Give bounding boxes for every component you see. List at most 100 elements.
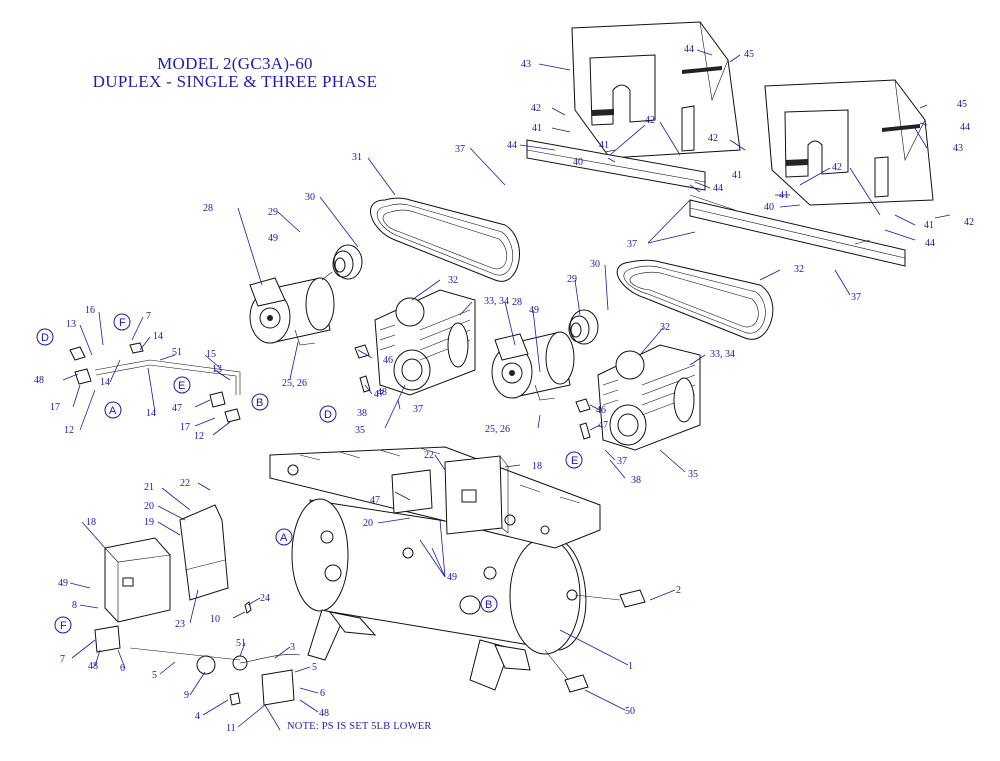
label-part-17: 17 — [180, 422, 190, 433]
svg-text:E: E — [571, 455, 578, 467]
label-part-14: 14 — [146, 408, 156, 419]
motor-left — [249, 277, 335, 346]
label-part-37: 37 — [627, 239, 637, 250]
label-part-45: 47 — [598, 420, 608, 431]
label-part-11: 11 — [226, 723, 236, 734]
label-part-12: 12 — [194, 431, 204, 442]
label-part-37: 37 — [455, 144, 465, 155]
label-part-9: 9 — [184, 690, 189, 701]
diagram-title-description: DUPLEX - SINGLE & THREE PHASE — [92, 72, 378, 91]
label-part-45: 47 — [370, 495, 380, 506]
label-part-16: 16 — [85, 305, 95, 316]
label-part-20: 20 — [363, 518, 373, 529]
motor-pulley-right — [568, 309, 599, 345]
label-part-21: 21 — [144, 482, 154, 493]
part-number-labels: 43 44 45 42 41 44 42 42 41 40 37 41 44 3… — [34, 44, 974, 734]
svg-text:F: F — [119, 317, 126, 329]
label-part-5: 5 — [312, 662, 317, 673]
label-part-40: 42 — [645, 115, 655, 126]
electrical-box — [104, 537, 171, 623]
label-part-48: 49 — [529, 305, 539, 316]
svg-text:A: A — [280, 532, 288, 544]
belt-guard-right — [764, 79, 934, 206]
leader-lines — [62, 49, 951, 731]
label-part-13: 13 — [212, 364, 222, 375]
compressor-pump-right — [597, 344, 701, 451]
v-belt-right — [616, 259, 774, 340]
label-part-31: 32 — [448, 275, 458, 286]
label-part-24: 24 — [260, 593, 270, 604]
letter-callouts: D A F E B D E A B F — [36, 313, 583, 634]
label-part-44: 46 — [383, 355, 393, 366]
label-part-35: 37 — [617, 456, 627, 467]
label-part-46: 48 — [34, 375, 44, 386]
svg-text:F: F — [60, 620, 67, 632]
label-part-6: 6 — [120, 663, 125, 674]
label-part-2: 2 — [676, 585, 681, 596]
label-part-25-26: 25, 26 — [282, 378, 307, 389]
label-part-22: 22 — [180, 478, 190, 489]
label-part-6: 6 — [320, 688, 325, 699]
v-belt-left — [370, 197, 520, 282]
tubing-assembly — [69, 342, 241, 423]
label-part-36: 38 — [357, 408, 367, 419]
label-part-33-34: 35 — [688, 469, 698, 480]
label-part-45: 47 — [374, 389, 384, 400]
label-part-23: 23 — [175, 619, 185, 630]
label-part-48: 49 — [447, 572, 457, 583]
label-part-36: 38 — [631, 475, 641, 486]
svg-text:B: B — [485, 599, 492, 611]
label-part-40: 42 — [832, 162, 842, 173]
label-part-39: 41 — [732, 170, 742, 181]
label-part-13: 13 — [66, 319, 76, 330]
label-part-27: 28 — [203, 203, 213, 214]
label-part-14: 14 — [153, 331, 163, 342]
pressure-switch-note: NOTE: PS IS SET 5LB LOWER — [287, 721, 432, 732]
label-part-29: 30 — [590, 259, 600, 270]
label-part-14: 14 — [100, 377, 110, 388]
belt-guard-left — [571, 21, 741, 159]
label-part-42: 44 — [925, 238, 935, 249]
label-part-8: 8 — [72, 600, 77, 611]
motor-right — [491, 331, 575, 401]
label-part-32: 33, 34 — [710, 349, 735, 360]
label-part-42: 44 — [507, 140, 517, 151]
compressor-pump-left — [374, 289, 476, 396]
label-part-28: 29 — [268, 207, 278, 218]
label-part-38: 40 — [573, 157, 583, 168]
label-part-35: 37 — [413, 404, 423, 415]
label-part-18: 18 — [86, 517, 96, 528]
label-part-47: 48 — [88, 661, 98, 672]
svg-text:D: D — [324, 409, 332, 421]
diagram-title-model: MODEL 2(GC3A)-60 — [157, 54, 313, 73]
label-part-7: 7 — [60, 654, 65, 665]
label-part-4: 4 — [195, 711, 200, 722]
svg-text:D: D — [41, 332, 49, 344]
label-part-41: 43 — [953, 143, 963, 154]
label-part-30: 31 — [352, 152, 362, 163]
label-part-38: 40 — [764, 202, 774, 213]
pump-platform — [269, 446, 601, 549]
label-part-31: 32 — [794, 264, 804, 275]
label-part-50: 50 — [625, 706, 635, 717]
label-part-46: 48 — [377, 387, 387, 398]
label-part-7: 7 — [146, 311, 151, 322]
label-part-3: 3 — [290, 642, 295, 653]
pump-fittings — [354, 344, 591, 440]
label-part-42: 44 — [713, 183, 723, 194]
label-part-40: 42 — [708, 133, 718, 144]
label-part-33-34: 35 — [355, 425, 365, 436]
label-part-47: 48 — [319, 708, 329, 719]
label-part-42: 44 — [684, 44, 694, 55]
label-part-1: 1 — [628, 661, 633, 672]
svg-text:B: B — [256, 397, 263, 409]
label-part-17: 17 — [50, 402, 60, 413]
label-part-42: 44 — [960, 122, 970, 133]
label-part-25-26: 25, 26 — [485, 424, 510, 435]
label-part-39: 41 — [599, 140, 609, 151]
label-part-15: 15 — [206, 349, 216, 360]
label-part-22: 22 — [424, 450, 434, 461]
label-part-20: 20 — [144, 501, 154, 512]
